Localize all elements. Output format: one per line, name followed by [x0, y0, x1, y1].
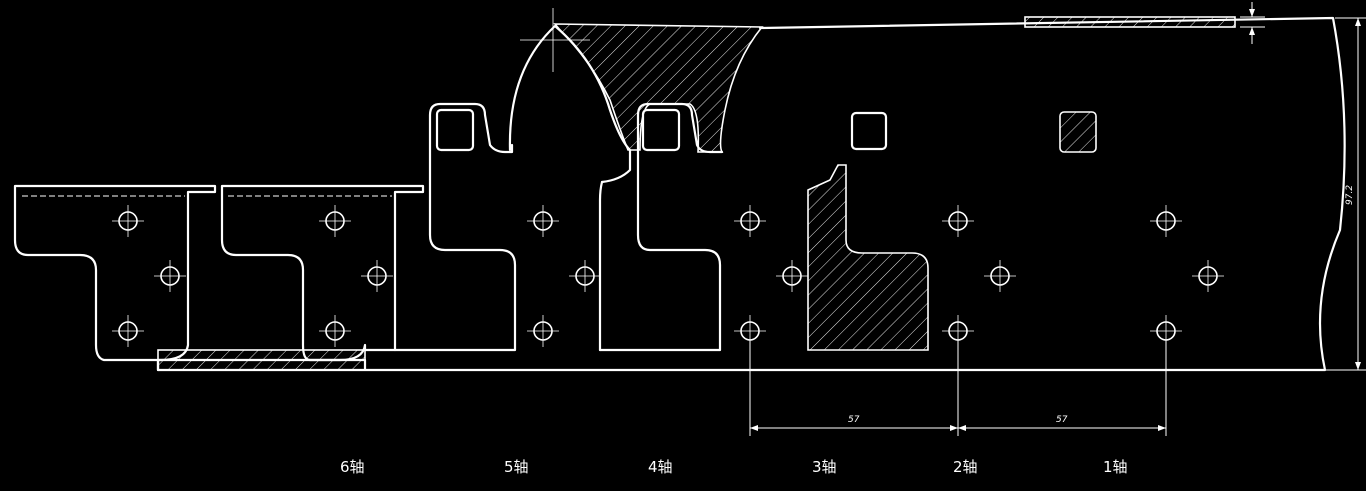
hole [527, 315, 559, 347]
hole [984, 260, 1016, 292]
shaft-label-1: 1轴 [1103, 458, 1128, 476]
square-5 [435, 108, 475, 152]
hole [361, 260, 393, 292]
gear-tooth-arch [508, 24, 632, 184]
dimension-height-value: 97.2 [1345, 185, 1355, 205]
dimension-pitch-right: 57 [1056, 415, 1068, 425]
top-crosshair [520, 8, 590, 72]
hole [776, 260, 808, 292]
shaft-label-6: 6轴 [340, 458, 365, 476]
dimension-pitch-left: 57 [848, 415, 860, 425]
hatched-block-3 [807, 164, 929, 351]
holes [112, 205, 1224, 347]
hole [1150, 205, 1182, 237]
dimension-height: 97.2 [1325, 17, 1366, 371]
shaft-label-5: 5轴 [504, 458, 529, 476]
shaft-labels: 6轴 5轴 4轴 3轴 2轴 1轴 [340, 458, 1128, 476]
hole [319, 315, 351, 347]
bracket-6 [13, 184, 217, 362]
hole [527, 205, 559, 237]
shaft-label-4: 4轴 [648, 458, 673, 476]
hole [112, 315, 144, 347]
plate-5 [393, 102, 517, 352]
plate-4 [598, 102, 724, 352]
hole [319, 205, 351, 237]
shaft-label-2: 2轴 [953, 458, 978, 476]
main-plate [156, 16, 1346, 372]
square-3 [850, 111, 888, 151]
dimension-thickness [1240, 2, 1265, 44]
bracket-5-left [220, 184, 425, 362]
shaft-label-3: 3轴 [812, 458, 837, 476]
dimension-pitch: 57 57 [749, 340, 1167, 436]
hatched-square-1 [1059, 111, 1097, 153]
hole [734, 205, 766, 237]
square-4 [641, 108, 681, 152]
top-hatched-wedge [553, 23, 764, 153]
top-hatched-strip [1024, 16, 1236, 28]
hole [942, 205, 974, 237]
hole [569, 260, 601, 292]
hole [112, 205, 144, 237]
hole [1192, 260, 1224, 292]
hole [154, 260, 186, 292]
